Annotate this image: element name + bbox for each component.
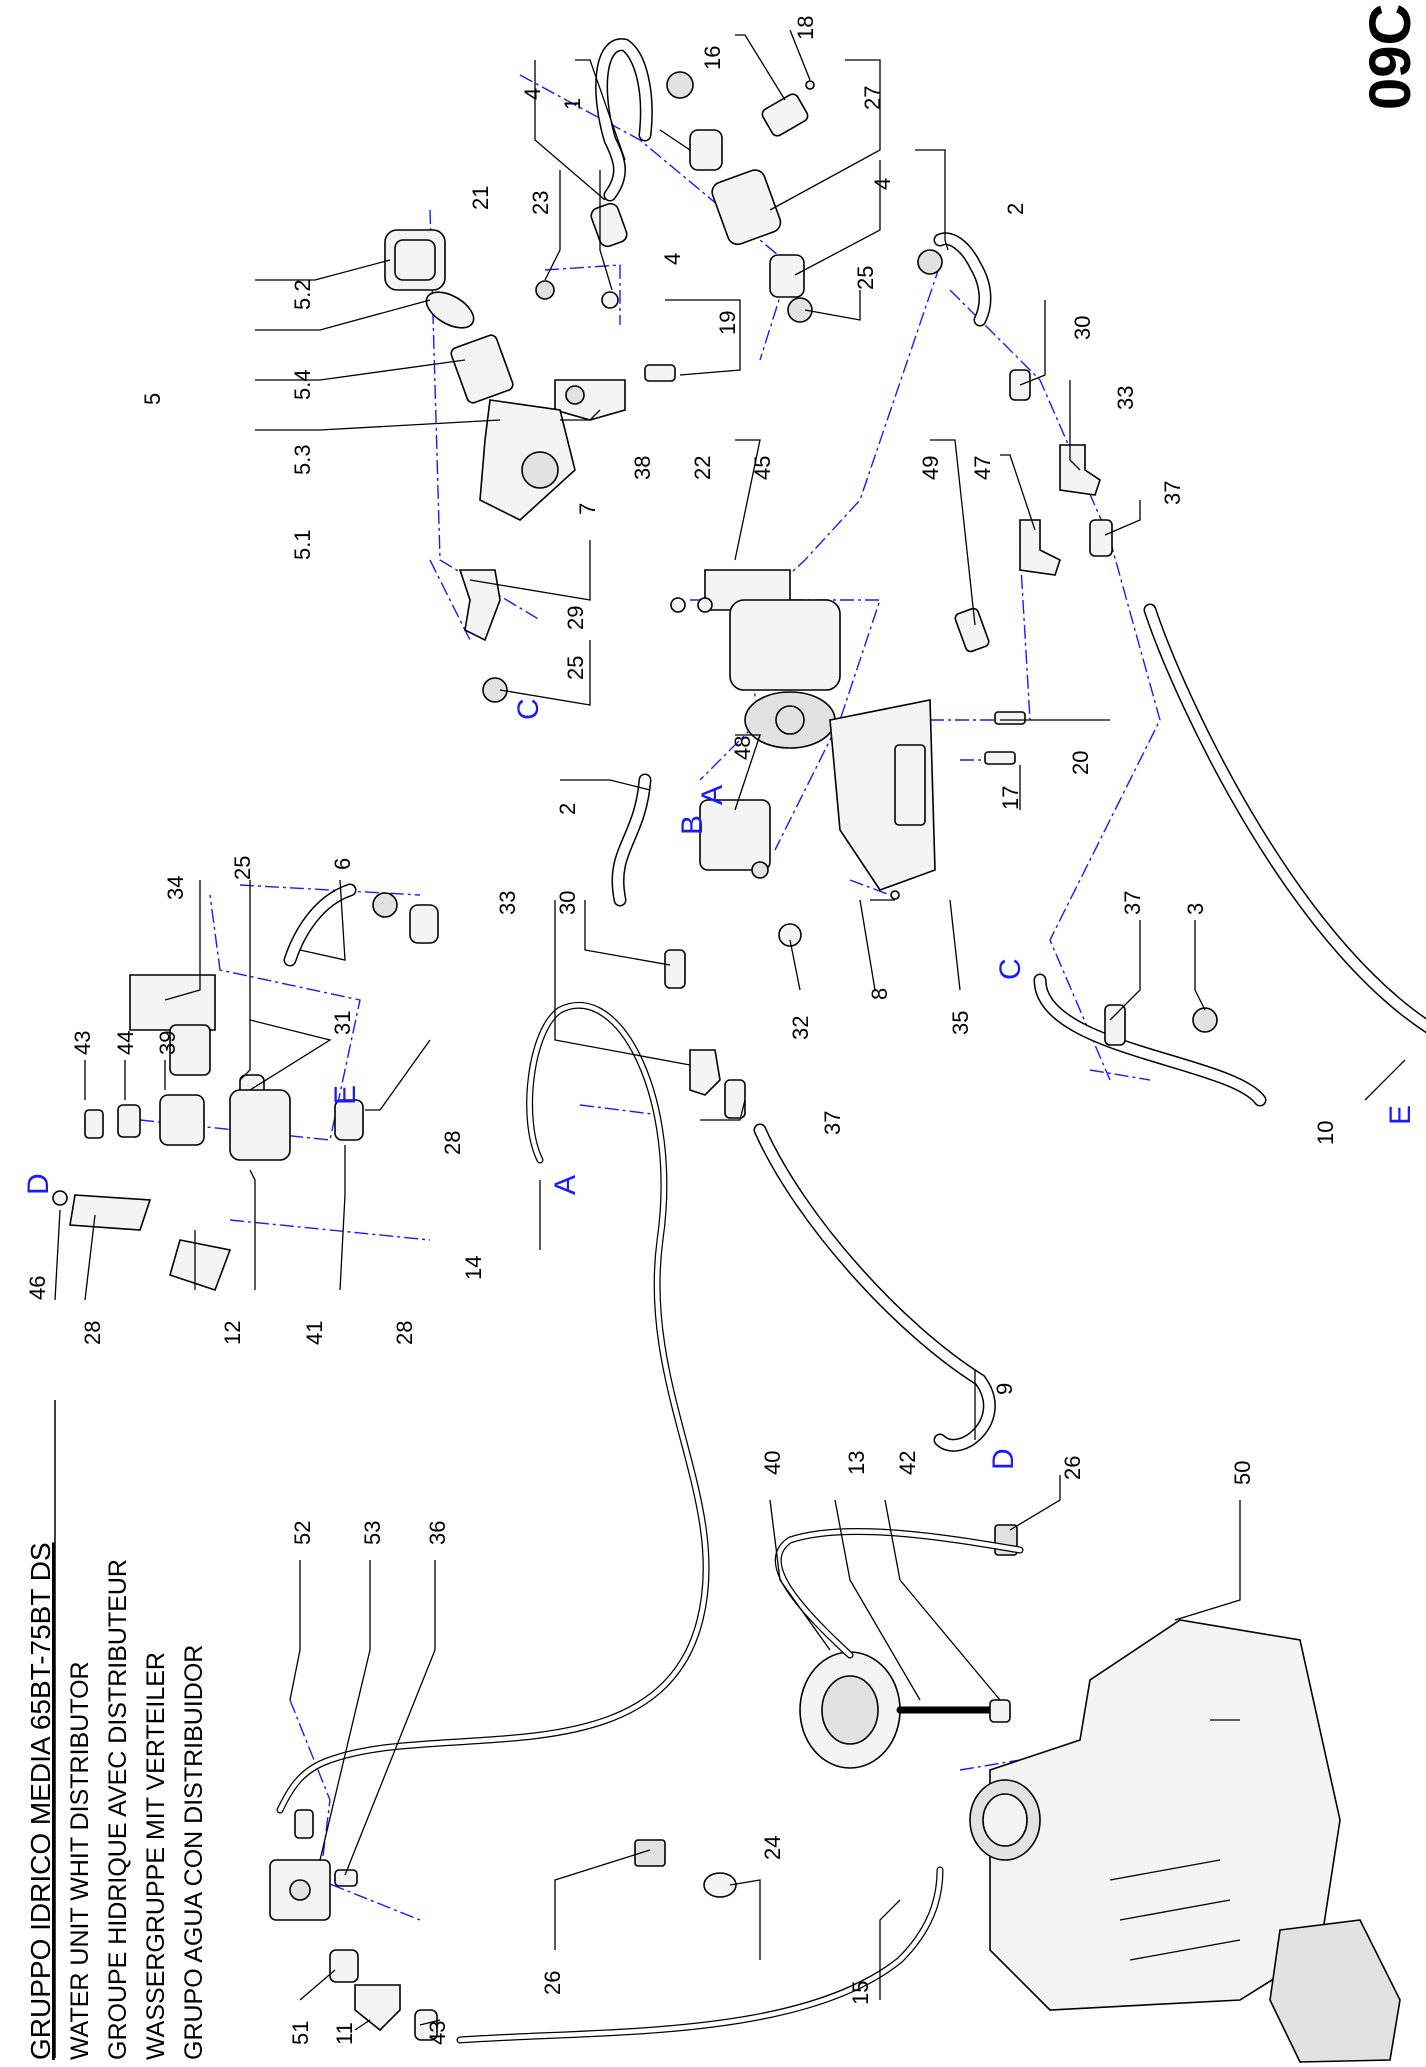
- part-label-23: 23: [528, 191, 553, 215]
- part-label-34: 34: [163, 876, 188, 900]
- part-label-7: 7: [575, 503, 600, 515]
- part-label-52: 52: [290, 1521, 315, 1545]
- part-label-20: 20: [1068, 751, 1093, 775]
- part-label-17: 17: [998, 786, 1023, 810]
- part-label-43: 43: [70, 1031, 95, 1055]
- part-label-28: 28: [440, 1131, 465, 1155]
- part-label-14: 14: [461, 1256, 486, 1280]
- part-label-16: 16: [700, 46, 725, 70]
- part-label-4-c: 4: [870, 178, 895, 190]
- part-label-30-b: 30: [555, 891, 580, 915]
- part-label-24: 24: [760, 1836, 785, 1860]
- connection-letter-a-lower: A: [549, 1175, 582, 1195]
- part-label-33-b: 33: [495, 891, 520, 915]
- part-label-22: 22: [690, 456, 715, 480]
- part-label-45: 45: [750, 456, 775, 480]
- part-label-29: 29: [563, 606, 588, 630]
- part-label-15: 15: [848, 1981, 873, 2005]
- part-label-32: 32: [788, 1016, 813, 1040]
- page-code: 09C: [1358, 4, 1423, 110]
- part-label-5-3: 5.3: [290, 444, 315, 475]
- part-label-37: 37: [1160, 481, 1185, 505]
- part-label-47: 47: [970, 456, 995, 480]
- part-label-5-4: 5.4: [290, 369, 315, 400]
- connection-letter-b: B: [676, 815, 709, 835]
- part-label-11: 11: [332, 2022, 357, 2045]
- part-label-35: 35: [948, 1011, 973, 1035]
- connection-letter-c: C: [512, 698, 545, 720]
- part-label-10: 10: [1313, 1121, 1338, 1145]
- part-label-26: 26: [540, 1971, 565, 1995]
- subtitle-de: WASSERGRUPPE MIT VERTEILER: [142, 1652, 170, 2060]
- part-label-5-2: 5.2: [290, 279, 315, 310]
- connection-letter-d: D: [22, 1173, 55, 1195]
- part-label-5-1: 5.1: [290, 529, 315, 560]
- part-label-2: 2: [1003, 203, 1028, 215]
- part-label-8: 8: [867, 988, 892, 1000]
- part-label-3: 3: [1183, 903, 1208, 915]
- part-label-37-b: 37: [1120, 891, 1145, 915]
- part-label-28-b: 28: [80, 1321, 105, 1345]
- part-label-36: 36: [425, 1521, 450, 1545]
- part-label-5: 5: [140, 393, 165, 405]
- part-label-28-c: 28: [392, 1321, 417, 1345]
- part-label-48: 48: [730, 736, 755, 760]
- part-label-12: 12: [220, 1321, 245, 1345]
- connection-letters: A B C C A D D E E: [22, 698, 1417, 1470]
- connection-letter-c-right: C: [994, 958, 1027, 980]
- part-label-27: 27: [860, 86, 885, 110]
- part-label-4: 4: [520, 88, 545, 100]
- part-label-13: 13: [844, 1451, 869, 1475]
- leader-lines: [54, 29, 1406, 2031]
- part-label-18: 18: [793, 16, 818, 40]
- connection-letter-e-right: E: [1384, 1105, 1417, 1125]
- part-label-38: 38: [630, 456, 655, 480]
- part-label-39: 39: [155, 1031, 180, 1055]
- part-label-40: 40: [760, 1451, 785, 1475]
- assembly-centerlines: [139, 74, 1161, 1921]
- title-block: 09C GRUPPO IDRICO MEDIA 65BT-75BT DS WAT…: [25, 4, 1423, 2060]
- part-label-2-middle: 2: [555, 803, 580, 815]
- part-label-33: 33: [1113, 386, 1138, 410]
- connection-letter-a: A: [696, 785, 729, 805]
- connection-letter-d-lower: D: [987, 1448, 1020, 1470]
- part-label-49: 49: [918, 456, 943, 480]
- part-label-25-b: 25: [563, 656, 588, 680]
- subtitle-fr: GROUPE HIDRIQUE AVEC DISTRIBUTEUR: [104, 1559, 132, 2060]
- part-label-46: 46: [25, 1276, 50, 1300]
- parts-drawing: [52, 38, 1426, 2063]
- part-label-30: 30: [1070, 316, 1095, 340]
- part-label-9: 9: [992, 1383, 1017, 1395]
- part-label-42: 42: [895, 1451, 920, 1475]
- connection-letter-e: E: [329, 1085, 362, 1105]
- part-label-37-c: 37: [820, 1111, 845, 1135]
- part-label-43-b: 43: [425, 2021, 450, 2045]
- part-label-1: 1: [560, 98, 585, 110]
- part-label-4-b: 4: [660, 253, 685, 265]
- subtitle-en: WATER UNIT WHIT DISTRIBUTOR: [66, 1661, 94, 2060]
- part-label-21: 21: [468, 186, 493, 210]
- part-label-44: 44: [113, 1031, 138, 1055]
- part-number-labels: 1 2 2 3 4 4 4 5 5.1 5.2 5.3 5.4 6 7 8 9 …: [25, 16, 1338, 2045]
- part-label-51: 51: [288, 2021, 313, 2045]
- part-label-25: 25: [853, 266, 878, 290]
- part-label-25-c: 25: [230, 856, 255, 880]
- part-label-53: 53: [360, 1521, 385, 1545]
- part-label-6: 6: [330, 858, 355, 870]
- part-label-19: 19: [715, 311, 740, 335]
- part-label-50: 50: [1230, 1461, 1255, 1485]
- page-title: GRUPPO IDRICO MEDIA 65BT-75BT DS: [25, 1542, 56, 2060]
- part-label-41: 41: [302, 1321, 327, 1345]
- part-label-26-b: 26: [1060, 1456, 1085, 1480]
- subtitle-es: GRUPO AGUA CON DISTRIBUIDOR: [180, 1645, 208, 2060]
- part-label-31: 31: [330, 1011, 355, 1035]
